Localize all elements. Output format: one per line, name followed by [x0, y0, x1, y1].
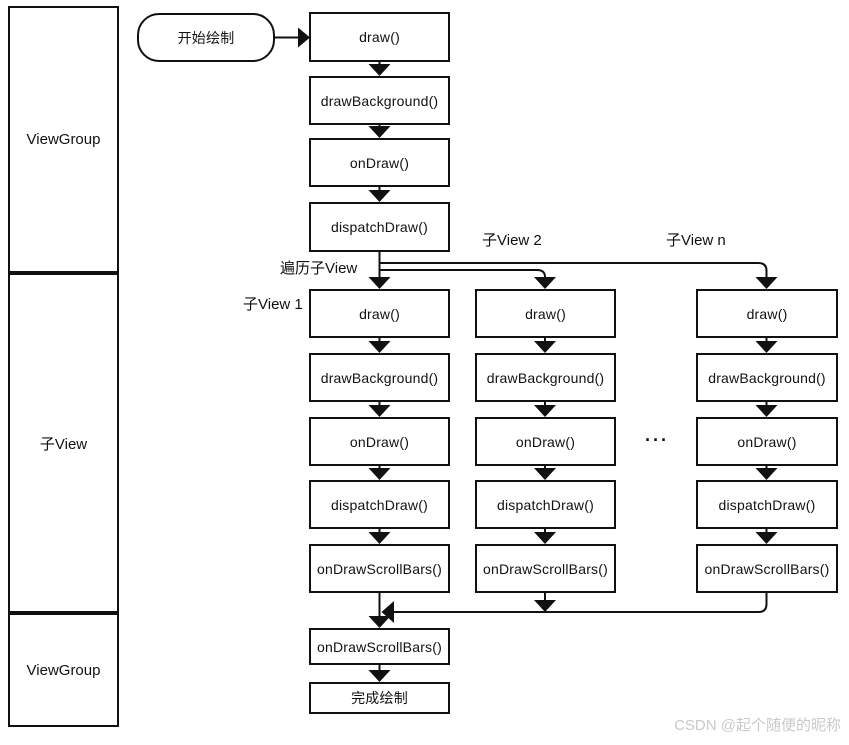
node-main-ondraw: onDraw()	[309, 138, 450, 187]
node-child1-draw: draw()	[309, 289, 450, 338]
node-child2-ondrawscrollbars: onDrawScrollBars()	[475, 544, 616, 593]
node-child1-drawbackground: drawBackground()	[309, 353, 450, 402]
node-childn-dispatchdraw: dispatchDraw()	[696, 480, 838, 529]
branch-arrows	[379, 262, 778, 289]
node-main-dispatchdraw: dispatchDraw()	[309, 202, 450, 252]
sidebar-section-viewgroup-bottom: ViewGroup	[8, 613, 119, 727]
node-child2-dispatchdraw: dispatchDraw()	[475, 480, 616, 529]
node-child1-dispatchdraw: dispatchDraw()	[309, 480, 450, 529]
csdn-watermark: CSDN @起个随便的昵称	[674, 717, 841, 734]
node-end: 完成绘制	[309, 682, 450, 714]
node-child1-ondraw: onDraw()	[309, 417, 450, 466]
node-start: 开始绘制	[137, 13, 275, 62]
node-childn-draw: draw()	[696, 289, 838, 338]
start-arrow	[275, 27, 310, 48]
node-childn-ondrawscrollbars: onDrawScrollBars()	[696, 544, 838, 593]
sidebar-label: ViewGroup	[26, 661, 101, 679]
node-child1-ondrawscrollbars: onDrawScrollBars()	[309, 544, 450, 593]
label-child-view-n: 子View n	[666, 232, 726, 249]
sidebar-label: ViewGroup	[26, 131, 101, 148]
node-child2-draw: draw()	[475, 289, 616, 338]
label-ellipsis: ···	[645, 430, 669, 450]
node-childn-drawbackground: drawBackground()	[696, 353, 838, 402]
label-iterate-children: 遍历子View	[280, 260, 358, 277]
node-child2-ondraw: onDraw()	[475, 417, 616, 466]
sidebar-section-viewgroup-top: ViewGroup	[8, 6, 119, 273]
node-merge-ondrawscrollbars: onDrawScrollBars()	[309, 628, 450, 665]
node-childn-ondraw: onDraw()	[696, 417, 838, 466]
sidebar-section-childview: 子View	[8, 273, 119, 613]
node-child2-drawbackground: drawBackground()	[475, 353, 616, 402]
node-main-draw: draw()	[309, 12, 450, 62]
label-child-view-1: 子View 1	[243, 296, 303, 313]
sidebar-label: 子View	[39, 435, 88, 453]
node-main-drawbackground: drawBackground()	[309, 76, 450, 125]
label-child-view-2: 子View 2	[482, 232, 542, 249]
